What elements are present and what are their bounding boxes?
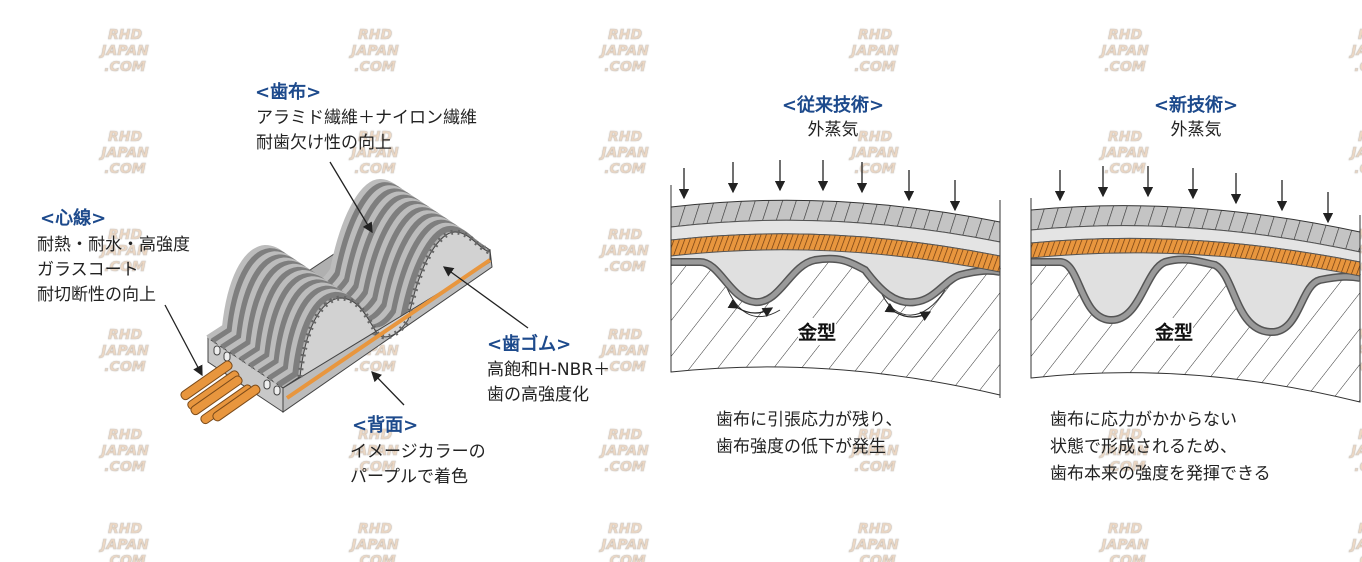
back-desc-1: イメージカラーの bbox=[350, 442, 486, 462]
fabric-heading: <歯布> bbox=[255, 82, 322, 103]
steam-arrows bbox=[1054, 166, 1334, 224]
cord-desc-2: ガラスコート bbox=[37, 260, 139, 280]
new-tech-cross-section bbox=[1030, 166, 1361, 403]
new-tech-steam-label: 外蒸気 bbox=[1170, 120, 1222, 140]
rubber-desc-1: 高飽和H-NBR＋ bbox=[487, 360, 611, 380]
rubber-desc-2: 歯の高強度化 bbox=[487, 385, 589, 405]
conventional-cross-section bbox=[670, 160, 1001, 398]
new-tech-caption-1: 歯布に応力がかからない bbox=[1050, 410, 1237, 430]
steam-arrows bbox=[678, 160, 961, 212]
leader-lines bbox=[164, 161, 529, 406]
fabric-stripe bbox=[267, 219, 477, 382]
stress-arrows bbox=[727, 298, 932, 321]
new-tech-caption-3: 歯布本来の強度を発揮できる bbox=[1050, 464, 1271, 484]
conventional-caption-2: 歯布強度の低下が発生 bbox=[716, 437, 886, 457]
cord-heading: <心線> bbox=[40, 208, 107, 229]
back-heading: <背面> bbox=[352, 415, 419, 436]
fabric-desc-1: アラミド繊維＋ナイロン繊維 bbox=[256, 108, 477, 128]
rubber-heading: <歯ゴム> bbox=[487, 334, 572, 355]
conventional-steam-label: 外蒸気 bbox=[807, 120, 859, 140]
tooth-cover-edge bbox=[297, 229, 491, 378]
new-tech-caption-2: 状態で形成されるため、 bbox=[1050, 437, 1237, 457]
conventional-mold-label: 金型 bbox=[798, 318, 837, 345]
cord-desc-1: 耐熱・耐水・高強度 bbox=[37, 235, 190, 255]
timing-belt-illustration bbox=[164, 161, 529, 425]
cord-holes bbox=[213, 345, 281, 396]
tooth-profile-face bbox=[282, 231, 491, 389]
new-tech-heading: <新技術> bbox=[1153, 95, 1239, 116]
core-cords bbox=[180, 360, 261, 425]
fabric-stripe bbox=[262, 216, 473, 379]
rubber-tooth bbox=[671, 249, 1000, 303]
back-desc-2: パープルで着色 bbox=[350, 467, 468, 487]
cord-desc-3: 耐切断性の向上 bbox=[37, 285, 156, 305]
conventional-caption-1: 歯布に引張応力が残り、 bbox=[716, 410, 903, 430]
fabric-desc-2: 耐歯欠け性の向上 bbox=[256, 133, 392, 153]
rubber-tooth bbox=[1031, 249, 1360, 333]
new-tech-mold-label: 金型 bbox=[1155, 318, 1194, 345]
conventional-heading: <従来技術> bbox=[781, 95, 885, 116]
back-color-layer bbox=[285, 258, 492, 400]
